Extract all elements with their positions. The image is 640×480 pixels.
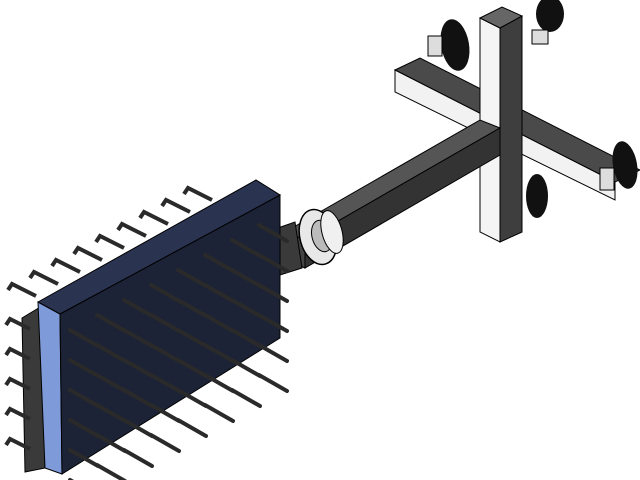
rod: [176, 268, 208, 288]
rod-hook: [6, 281, 37, 298]
rod: [95, 373, 127, 393]
caster-bracket: [599, 167, 615, 191]
rods-front: [68, 223, 289, 480]
rod: [149, 283, 181, 303]
rod: [95, 313, 127, 333]
rod-hook: [4, 376, 31, 391]
rod: [257, 283, 289, 303]
rod: [95, 403, 127, 423]
rod: [95, 433, 127, 453]
rod: [95, 343, 127, 363]
flange-disk-icon: [298, 208, 344, 266]
caster-bracket: [531, 29, 549, 45]
rod: [176, 328, 208, 348]
rod: [122, 388, 154, 408]
rod: [230, 238, 262, 258]
rod: [257, 373, 289, 393]
rod: [230, 328, 262, 348]
rod: [68, 448, 100, 468]
rod: [95, 463, 127, 480]
rod: [68, 328, 100, 348]
rod: [203, 403, 235, 423]
caster-wheel-icon: [526, 174, 548, 218]
plate-assembly: [4, 179, 289, 480]
rod-hook: [116, 221, 147, 238]
rod: [230, 268, 262, 288]
rod-hook: [4, 346, 31, 361]
rod: [257, 253, 289, 273]
rod: [149, 433, 181, 453]
rod: [257, 313, 289, 333]
rod: [149, 403, 181, 423]
caster-wheel-icon: [440, 19, 470, 71]
rod: [68, 418, 100, 438]
rod: [68, 358, 100, 378]
rods-back: [4, 185, 213, 451]
rod: [122, 358, 154, 378]
rod: [176, 388, 208, 408]
rod: [122, 328, 154, 348]
rod-hook: [94, 233, 125, 250]
rod-hook: [50, 257, 81, 274]
rod: [176, 298, 208, 318]
vertical-post-side: [499, 15, 523, 243]
rod: [122, 448, 154, 468]
rod: [257, 223, 289, 243]
rod: [203, 253, 235, 273]
cross-frame: [393, 6, 640, 243]
caster-wheel-icon: [536, 0, 564, 32]
rod-hook: [4, 316, 31, 331]
rod-hook: [182, 185, 213, 202]
rod: [230, 358, 262, 378]
rod-hook: [4, 406, 31, 421]
rod: [68, 388, 100, 408]
caster-wheel-icon: [612, 141, 638, 189]
rod: [203, 343, 235, 363]
rod: [257, 343, 289, 363]
plate-top: [36, 179, 281, 315]
caster-bracket: [427, 35, 443, 57]
rod: [149, 373, 181, 393]
rod-hook: [28, 269, 59, 286]
rod: [122, 298, 154, 318]
rod: [230, 298, 262, 318]
rod: [122, 418, 154, 438]
rod: [203, 373, 235, 393]
rod-hook: [138, 209, 169, 226]
rod-hook: [72, 245, 103, 262]
caster-wheels: [427, 0, 638, 218]
rod: [149, 343, 181, 363]
rod: [203, 313, 235, 333]
rod: [230, 388, 262, 408]
rod: [149, 313, 181, 333]
rod-hook: [160, 197, 191, 214]
rod: [176, 418, 208, 438]
rod: [176, 358, 208, 378]
rod-hook: [4, 436, 31, 451]
rod: [203, 283, 235, 303]
vertical-post-top: [478, 6, 524, 29]
